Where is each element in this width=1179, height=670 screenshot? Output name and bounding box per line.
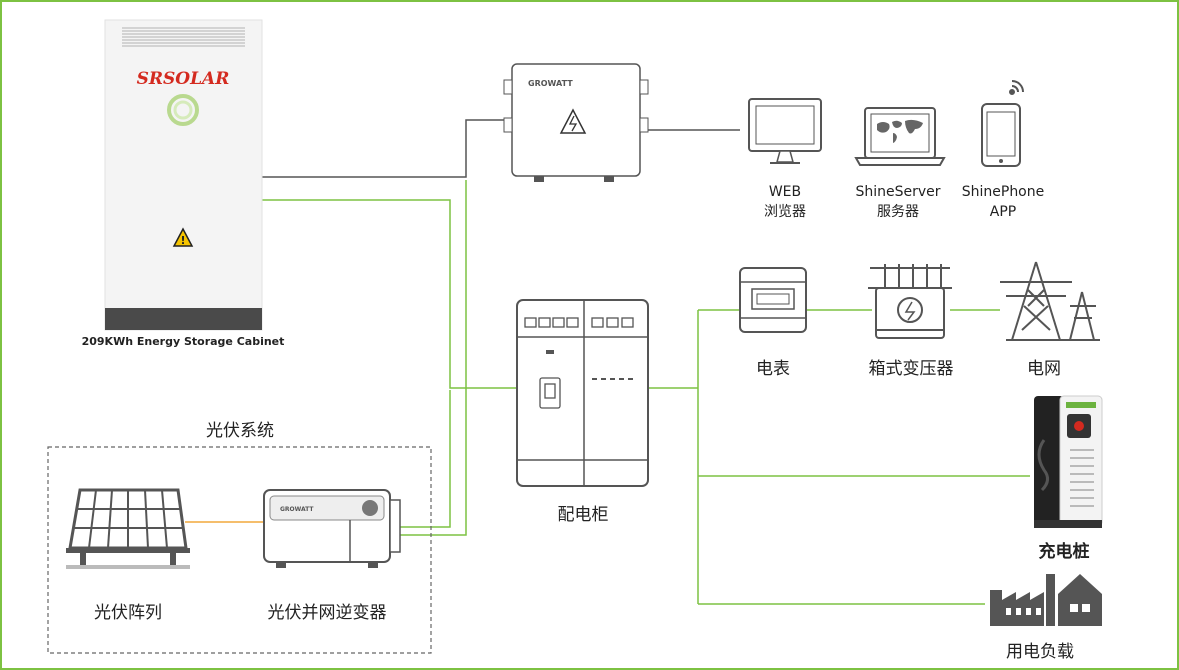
energy-storage-cabinet: SRSOLAR ! 209KWh Energy Storage Cabinet bbox=[82, 19, 285, 348]
phone-label-line1: ShinePhone bbox=[962, 184, 1045, 200]
electric-meter: 电表 bbox=[739, 267, 807, 379]
pv-system-boundary bbox=[47, 446, 432, 654]
server-label-line1: ShineServer bbox=[855, 184, 940, 200]
warning-icon: ! bbox=[172, 227, 194, 247]
inverter-to-bus-line-2 bbox=[400, 180, 467, 536]
solar-panel-array: 光伏阵列 bbox=[66, 488, 190, 623]
cabinet-brand-logo: SRSOLAR bbox=[137, 69, 230, 89]
web-monitor-device: WEB 浏览器 bbox=[748, 98, 822, 220]
sun-emblem-icon bbox=[167, 94, 199, 126]
distribution-cabinet: 配电柜 bbox=[516, 299, 649, 525]
wifi-icon bbox=[1009, 80, 1024, 95]
power-lines bbox=[262, 180, 1030, 605]
growatt-datalogger: GROWATT bbox=[503, 63, 649, 182]
pv-array-label: 光伏阵列 bbox=[94, 603, 162, 623]
world-map-icon bbox=[877, 119, 923, 143]
transformer-label: 箱式变压器 bbox=[869, 359, 954, 379]
charger-label: 充电桩 bbox=[1039, 541, 1090, 562]
communication-lines bbox=[262, 119, 740, 178]
server-label-line2: 服务器 bbox=[877, 204, 919, 220]
inverter-brand: GROWATT bbox=[280, 506, 314, 513]
shinephone-device: ShinePhone APP bbox=[962, 80, 1045, 220]
cabinet-to-distribution-line bbox=[262, 199, 517, 389]
svg-text:!: ! bbox=[180, 234, 185, 247]
meter-label: 电表 bbox=[756, 359, 790, 379]
cabinet-vent bbox=[122, 27, 245, 47]
pv-inverter-label: 光伏并网逆变器 bbox=[268, 603, 387, 623]
ev-charger: 充电桩 bbox=[1034, 395, 1103, 562]
server-laptop-device: ShineServer 服务器 bbox=[854, 107, 946, 220]
phone-label-line2: APP bbox=[990, 204, 1016, 220]
cabinet-label: 209KWh Energy Storage Cabinet bbox=[82, 335, 285, 348]
lightning-icon bbox=[559, 108, 587, 134]
load-label: 用电负载 bbox=[1006, 642, 1074, 662]
factory-load-icon bbox=[990, 574, 1102, 626]
web-label-line2: 浏览器 bbox=[764, 204, 806, 220]
pv-system-title: 光伏系统 bbox=[206, 421, 274, 441]
transformer-lightning-icon bbox=[904, 301, 916, 321]
grid-label: 电网 bbox=[1027, 359, 1061, 379]
web-label-line1: WEB bbox=[769, 184, 801, 200]
cabinet-to-datalogger-line bbox=[262, 119, 512, 178]
inverter-to-bus-line bbox=[400, 390, 451, 528]
datalogger-brand: GROWATT bbox=[528, 79, 573, 88]
box-transformer bbox=[868, 264, 952, 339]
pv-inverter: GROWATT 光伏并网逆变器 bbox=[263, 489, 401, 623]
distribution-label: 配电柜 bbox=[558, 505, 609, 525]
power-grid-towers bbox=[1000, 261, 1100, 341]
charger-cable-icon bbox=[1037, 439, 1049, 492]
